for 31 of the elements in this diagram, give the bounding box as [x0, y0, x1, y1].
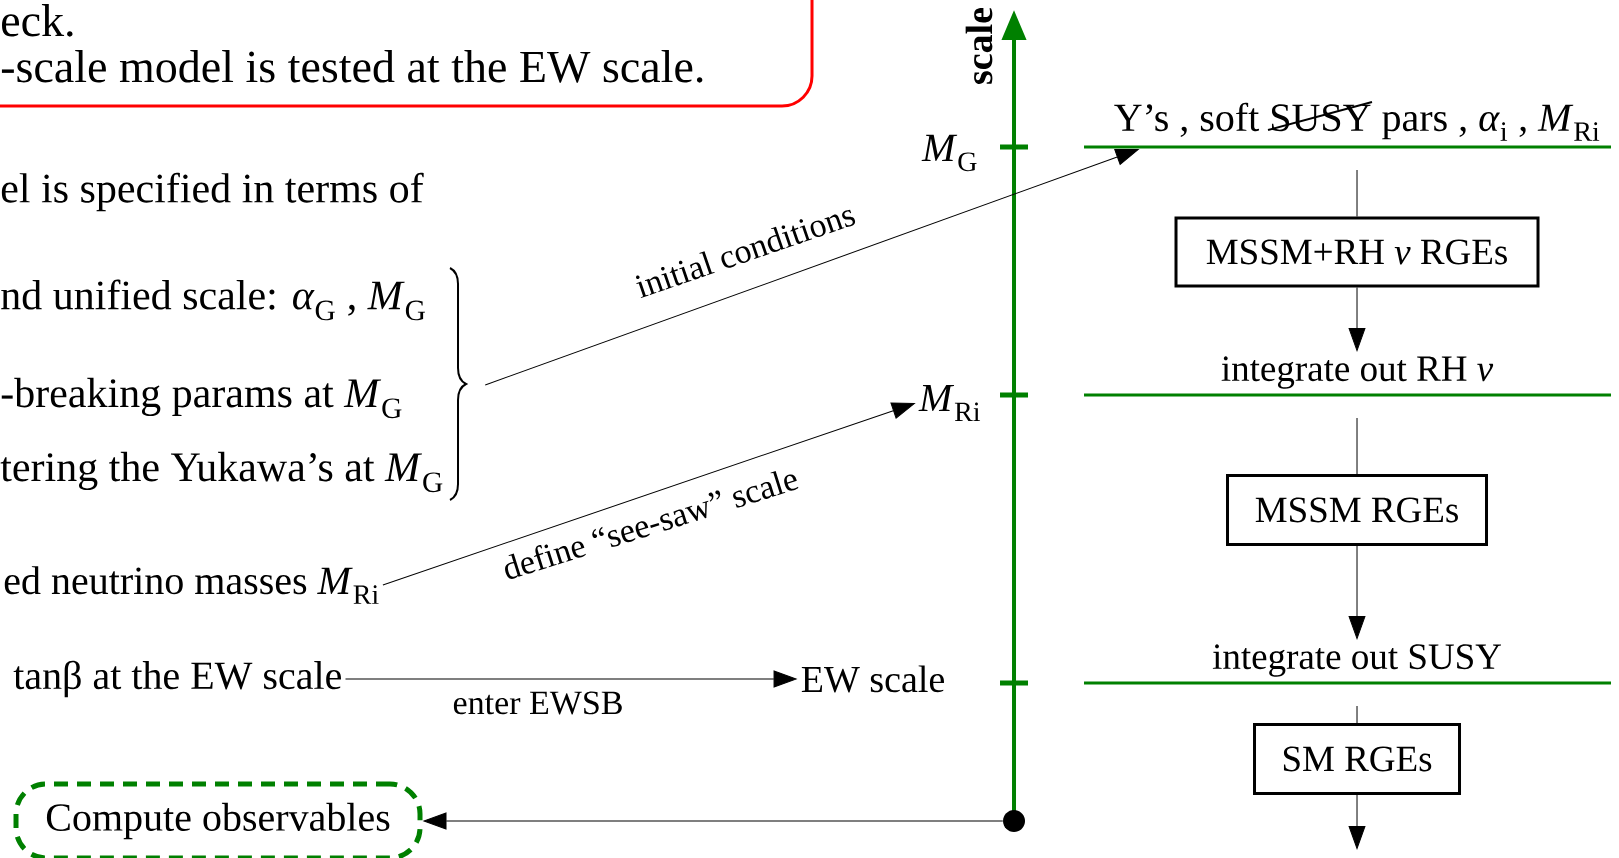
edge-label: enter EWSB: [453, 691, 622, 715]
arrow: [1348, 794, 1366, 849]
arrow: [1348, 545, 1366, 640]
connector-line: [1356, 417, 1358, 475]
dot: [1003, 810, 1025, 832]
arrow: [1348, 287, 1366, 352]
arrow: [382, 402, 915, 586]
brace: [449, 267, 467, 501]
axis-label: scale: [965, 7, 993, 84]
terminal-box: Compute observables: [13, 781, 423, 858]
process-box: MSSM+RH ν RGEs: [1174, 216, 1540, 288]
arrow: [484, 149, 1139, 386]
text-line: nd unified scale: α$_{G}$ , M$_{G}$: [1, 279, 425, 321]
tick-label: M$_{G}$: [921, 134, 977, 172]
scale-level: integrate out SUSY: [1084, 644, 1611, 685]
callout-box: eck. -scale model is tested at the EW scale.: [0, 0, 814, 108]
text-line: -breaking params at M$_{G}$: [1, 377, 402, 419]
process-box: MSSM RGEs: [1226, 474, 1488, 546]
text-label: M$_{Ri}$: [918, 384, 981, 422]
edge-label: define “see-saw” scale: [505, 471, 799, 579]
connector-line: [1356, 705, 1358, 724]
text-line: tering the Yukawa’s at M$_{G}$: [0, 451, 443, 493]
text-line: el is specified in terms of: [1, 172, 424, 212]
process-box: SM RGEs: [1253, 723, 1461, 795]
connector-line: [1356, 169, 1358, 217]
text-label: tanβ at the EW scale: [13, 660, 341, 698]
scale-level: integrate out RH ν: [1084, 356, 1611, 397]
text-label: ed neutrino masses M$_{Ri}$: [4, 566, 379, 604]
text-label: EW scale: [801, 665, 944, 693]
arrow: [423, 812, 1004, 830]
arrow: [345, 670, 797, 688]
